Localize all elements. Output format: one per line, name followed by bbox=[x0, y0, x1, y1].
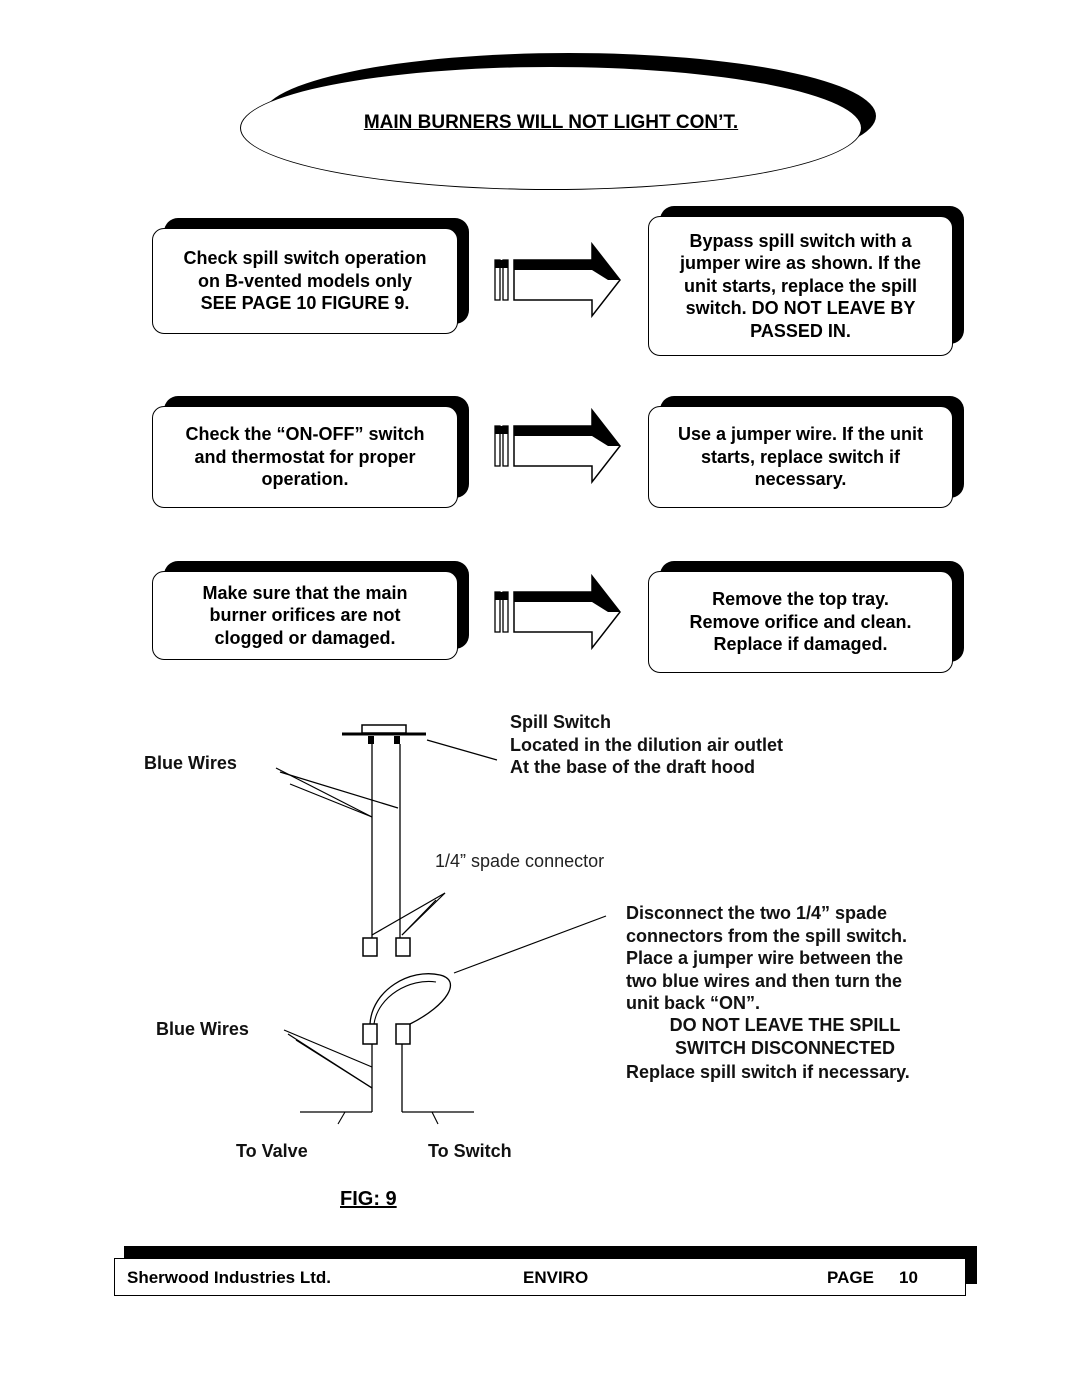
spade-connector-icon bbox=[362, 937, 378, 957]
replace-text: Replace spill switch if necessary. bbox=[626, 1062, 910, 1082]
check-text-2: Check the “ON-OFF” switch and thermostat… bbox=[185, 424, 425, 490]
to-switch-label: To Switch bbox=[428, 1141, 512, 1161]
blue-wires-label-top: Blue Wires bbox=[144, 753, 237, 773]
title-oval bbox=[240, 66, 862, 190]
spill-switch-icon bbox=[361, 724, 407, 734]
spade-connector-label: 1/4” spade connector bbox=[435, 851, 605, 871]
figure-label: FIG: 9 bbox=[340, 1188, 397, 1210]
action-box-3: Remove the top tray. Remove orifice and … bbox=[648, 571, 953, 673]
footer-page-number: 10 bbox=[899, 1268, 918, 1287]
action-box-2: Use a jumper wire. If the unit starts, r… bbox=[648, 406, 953, 508]
check-box-1: Check spill switch operation on B-vented… bbox=[152, 228, 458, 334]
check-text-3: Make sure that the main burner orifices … bbox=[202, 582, 408, 648]
spill-switch-label: Spill Switch Located in the dilution air… bbox=[510, 712, 783, 777]
action-text-1: Bypass spill switch with a jumper wire a… bbox=[679, 230, 922, 341]
action-text-3: Remove the top tray. Remove orifice and … bbox=[689, 589, 912, 655]
to-valve-label: To Valve bbox=[236, 1141, 308, 1161]
blue-wires-label-bottom: Blue Wires bbox=[156, 1019, 249, 1039]
action-box-1: Bypass spill switch with a jumper wire a… bbox=[648, 216, 953, 356]
action-text-2: Use a jumper wire. If the unit starts, r… bbox=[677, 424, 924, 490]
check-text-1: Check spill switch operation on B-vented… bbox=[183, 248, 427, 314]
footer-page-label: PAGE bbox=[827, 1268, 874, 1287]
warning-text: DO NOT LEAVE THE SPILL SWITCH DISCONNECT… bbox=[669, 1015, 901, 1058]
right-arrow-icon bbox=[494, 573, 621, 651]
spade-connector-icon bbox=[395, 1023, 411, 1045]
jumper-instructions: Disconnect the two 1/4” spade connectors… bbox=[626, 903, 908, 1013]
check-box-2: Check the “ON-OFF” switch and thermostat… bbox=[152, 406, 458, 508]
page-title: MAIN BURNERS WILL NOT LIGHT CON’T. bbox=[363, 112, 739, 133]
footer-company: Sherwood Industries Ltd. bbox=[127, 1268, 332, 1287]
check-box-3: Make sure that the main burner orifices … bbox=[152, 571, 458, 660]
footer: Sherwood Industries Ltd. ENVIRO PAGE 10 bbox=[114, 1258, 966, 1296]
footer-product: ENVIRO bbox=[523, 1268, 589, 1287]
right-arrow-icon bbox=[494, 407, 621, 485]
spade-connector-icon bbox=[362, 1023, 378, 1045]
right-arrow-icon bbox=[494, 241, 621, 319]
spade-connector-icon bbox=[395, 937, 411, 957]
